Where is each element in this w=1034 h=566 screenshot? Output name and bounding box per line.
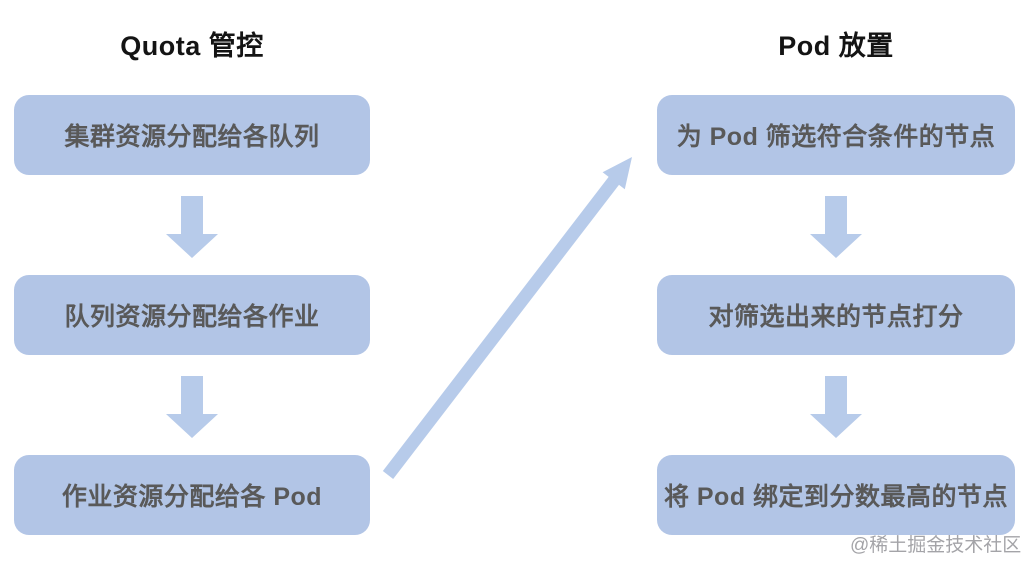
left-column-title: Quota 管控 [120,31,264,61]
step-box-score-filtered-nodes: 对筛选出来的节点打分 [657,275,1015,355]
step-box-bind-pod-to-best-node: 将 Pod 绑定到分数最高的节点 [657,455,1015,535]
step-box-cluster-resources-to-queues: 集群资源分配给各队列 [14,95,370,175]
arrow-down-icon [166,196,218,258]
step-box-job-resources-to-pods: 作业资源分配给各 Pod [14,455,370,535]
step-box-queue-resources-to-jobs: 队列资源分配给各作业 [14,275,370,355]
arrow-up-right-icon [382,157,632,479]
step-box-filter-nodes-for-pod: 为 Pod 筛选符合条件的节点 [657,95,1015,175]
arrow-down-icon [166,376,218,438]
right-column-title: Pod 放置 [778,31,894,61]
arrow-down-icon [810,196,862,258]
arrow-down-icon [810,376,862,438]
watermark: @稀土掘金技术社区 [850,535,1022,556]
